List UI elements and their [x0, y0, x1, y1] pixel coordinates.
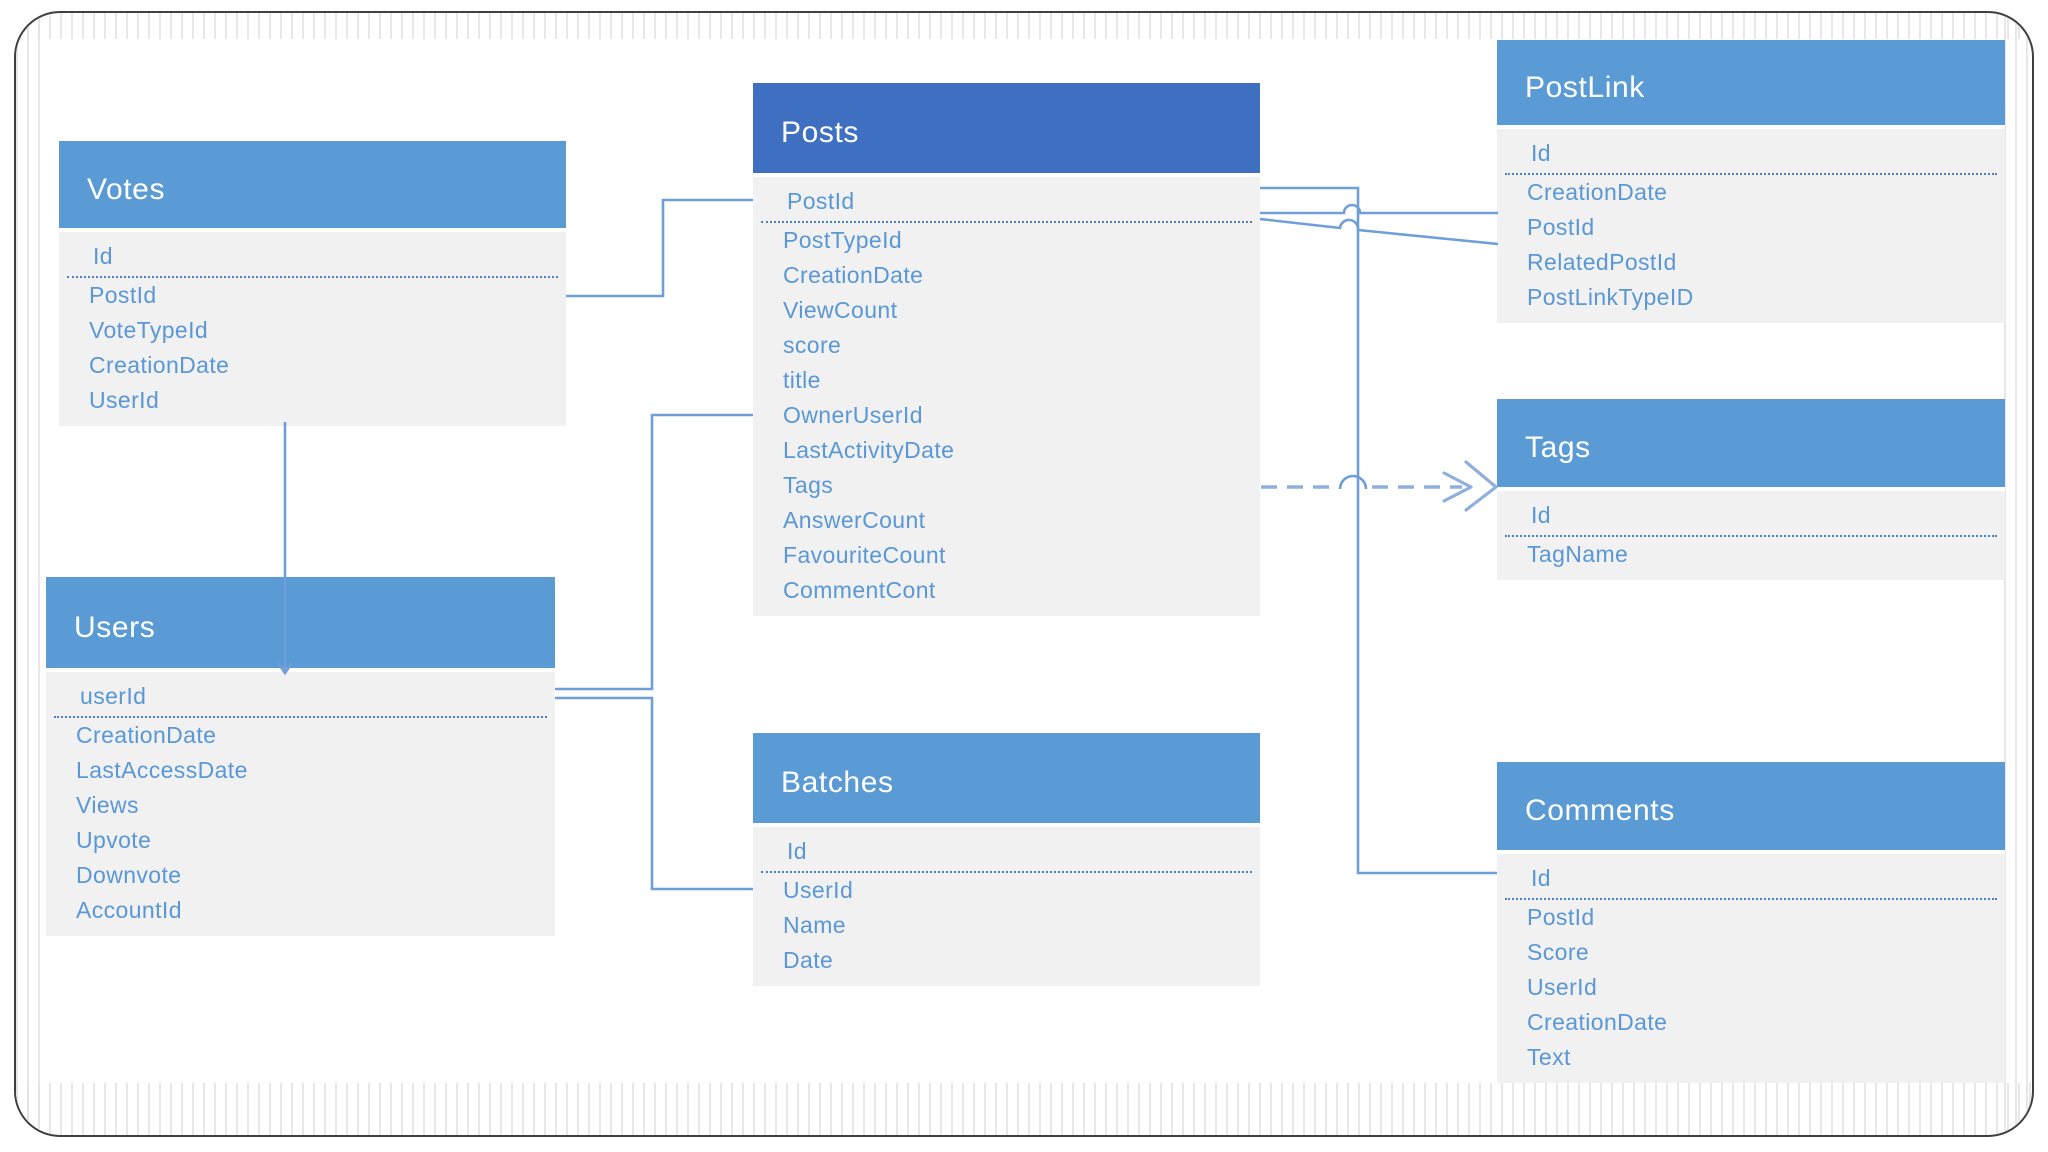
field-row: Name	[783, 912, 846, 938]
header-body-gap	[1497, 125, 2005, 129]
field-row: RelatedPostId	[1527, 249, 1677, 275]
field-row: AccountId	[76, 897, 182, 923]
field-row: Upvote	[76, 827, 152, 853]
frame-hatch-right	[2004, 13, 2032, 1135]
table-tags-title: Tags	[1525, 431, 1591, 464]
table-tags-header: Tags	[1497, 399, 2005, 487]
table-comments-header: Comments	[1497, 762, 2005, 850]
key-separator	[67, 276, 558, 278]
field-row: Score	[1527, 939, 1590, 965]
field-row: AnswerCount	[783, 507, 926, 533]
table-votes-header: Votes	[59, 141, 566, 228]
field-row: CommentCont	[783, 577, 936, 603]
header-body-gap	[753, 823, 1260, 827]
key-separator	[1505, 898, 1997, 900]
field-row: CreationDate	[1527, 179, 1668, 205]
field-row: ViewCount	[783, 297, 898, 323]
diagram-frame	[14, 11, 2034, 1137]
field-row: PostLinkTypeID	[1527, 284, 1694, 310]
frame-hatch-bottom	[16, 1083, 2032, 1135]
header-body-gap	[46, 668, 555, 672]
key-separator	[761, 221, 1252, 223]
field-row: Tags	[783, 472, 834, 498]
header-body-gap	[1497, 850, 2005, 854]
key-separator	[1505, 173, 1997, 175]
field-row: LastAccessDate	[76, 757, 248, 783]
field-row-key: PostId	[787, 188, 855, 214]
field-row: Views	[76, 792, 139, 818]
table-posts-header: Posts	[753, 83, 1260, 173]
frame-hatch-left	[16, 13, 46, 1135]
field-row: PostTypeId	[783, 227, 903, 253]
field-row: UserId	[89, 387, 160, 413]
field-row: score	[783, 332, 842, 358]
table-postlink-title: PostLink	[1525, 70, 1645, 104]
key-separator	[54, 716, 547, 718]
field-row: title	[783, 367, 821, 393]
field-row: CreationDate	[783, 262, 924, 288]
field-row: PostId	[1527, 214, 1595, 240]
frame-hatch-top	[16, 13, 2032, 39]
field-row: TagName	[1527, 541, 1629, 567]
table-votes-title: Votes	[87, 172, 166, 206]
header-body-gap	[1497, 487, 2005, 491]
field-row-key: Id	[1531, 502, 1551, 528]
field-row-key: Id	[787, 838, 807, 864]
field-row: PostId	[89, 282, 157, 308]
table-comments-title: Comments	[1525, 794, 1675, 827]
field-row: Downvote	[76, 862, 182, 888]
key-separator	[761, 871, 1252, 873]
field-row: VoteTypeId	[89, 317, 209, 343]
header-body-gap	[753, 173, 1260, 177]
field-row-key: Id	[1531, 140, 1551, 166]
table-users-title: Users	[74, 610, 156, 644]
field-row: LastActivityDate	[783, 437, 955, 463]
field-row: Date	[783, 947, 834, 973]
field-row: OwnerUserId	[783, 402, 923, 428]
field-row: FavouriteCount	[783, 542, 946, 568]
table-posts-title: Posts	[781, 116, 860, 149]
table-batches-title: Batches	[781, 766, 894, 799]
header-body-gap	[59, 228, 566, 232]
field-row: PostId	[1527, 904, 1595, 930]
field-row: Text	[1527, 1044, 1571, 1070]
field-row-key: Id	[1531, 865, 1551, 891]
field-row: CreationDate	[1527, 1009, 1668, 1035]
field-row: CreationDate	[89, 352, 230, 378]
table-postlink-header: PostLink	[1497, 40, 2005, 125]
key-separator	[1505, 535, 1997, 537]
field-row: UserId	[783, 877, 854, 903]
field-row-key: Id	[93, 243, 113, 269]
field-row: CreationDate	[76, 722, 217, 748]
field-row: UserId	[1527, 974, 1598, 1000]
table-users-header: Users	[46, 577, 555, 668]
table-batches-header: Batches	[753, 733, 1260, 823]
field-row-key: userId	[80, 683, 147, 709]
